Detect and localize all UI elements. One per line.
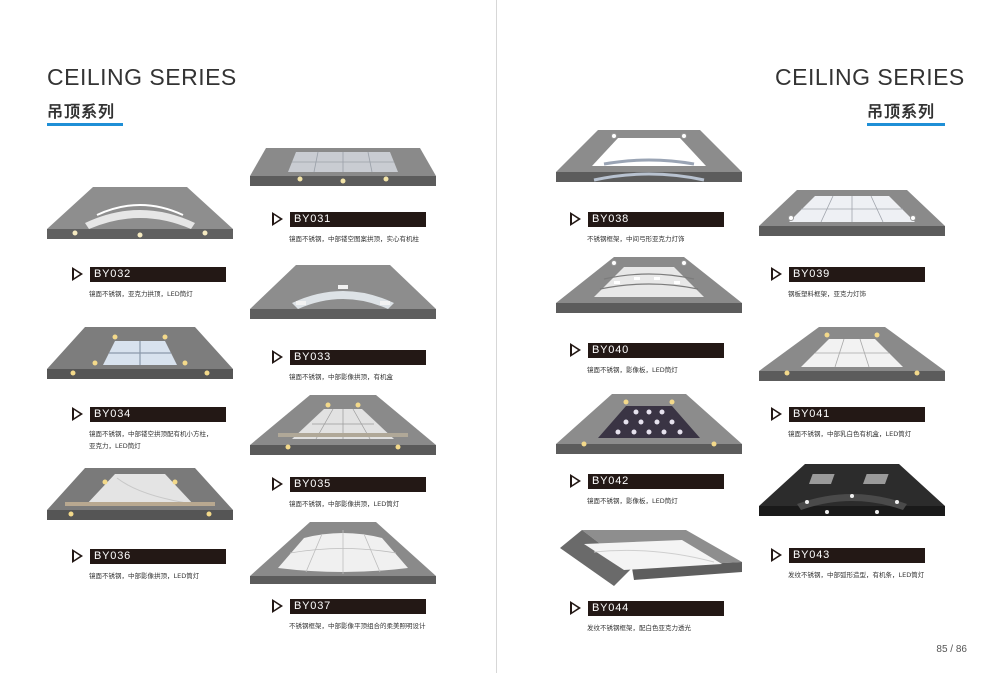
title-accent-bar [867, 123, 945, 126]
series-title: CEILING SERIES [47, 64, 237, 90]
product-code: BY034 [94, 408, 132, 420]
product-description: 镜面不锈钢，影像板，LED筒灯 [587, 366, 678, 374]
product-code: BY039 [793, 268, 831, 280]
ceiling-image-by033 [250, 265, 436, 319]
product-description: 镜面不锈钢，亚克力拱顶，LED筒灯 [89, 290, 193, 298]
series-subtitle: 吊顶系列 [867, 102, 936, 121]
product-description-line2: 亚克力，LED筒灯 [89, 442, 141, 450]
right-page: CEILING SERIES 吊顶系列 BY038 不锈钢框架，中间弓形亚克力灯… [497, 0, 992, 673]
pointer-triangle-icon [771, 548, 782, 562]
pointer-triangle-icon [72, 407, 83, 421]
page-number: 85 / 86 [936, 644, 967, 655]
product-code: BY041 [793, 408, 831, 420]
product-description: 发纹不锈钢，中部弧形造型，有机条，LED筒灯 [788, 571, 925, 579]
product-code: BY037 [294, 600, 332, 612]
pointer-triangle-icon [272, 477, 283, 491]
product-description: 镜面不锈钢，中部影像拱顶，LED筒灯 [89, 572, 200, 580]
product-code: BY031 [294, 213, 332, 225]
pointer-triangle-icon [771, 407, 782, 421]
pointer-triangle-icon [272, 212, 283, 226]
series-subtitle: 吊顶系列 [47, 102, 116, 121]
product-description: 钢板塑料框架，亚克力灯饰 [788, 290, 866, 298]
pointer-triangle-icon [272, 350, 283, 364]
ceiling-image-by038 [556, 130, 742, 182]
ceiling-image-by036 [47, 468, 233, 520]
ceiling-image-by034 [47, 327, 233, 379]
product-description: 镜面不锈钢，影像板，LED筒灯 [587, 497, 678, 505]
ceiling-image-by042 [556, 394, 742, 454]
pointer-triangle-icon [570, 474, 581, 488]
ceiling-image-by037 [250, 522, 436, 584]
ceiling-image-by044 [560, 530, 742, 586]
product-code: BY043 [793, 549, 831, 561]
product-code: BY032 [94, 268, 132, 280]
product-code: BY044 [592, 602, 630, 614]
product-code: BY040 [592, 344, 630, 356]
left-page: CEILING SERIES 吊顶系列 BY031 镜面不锈钢，中部镂空图案拱顶… [47, 64, 436, 630]
pointer-triangle-icon [570, 212, 581, 226]
product-description: 不锈钢框架，中部影像平顶组合的柔美照明设计 [289, 622, 426, 630]
pointer-triangle-icon [72, 549, 83, 563]
product-description: 镜面不锈钢，中部影像拱顶，有机盒 [289, 373, 393, 381]
ceiling-image-by043 [759, 464, 945, 516]
series-title: CEILING SERIES [775, 64, 965, 90]
product-code: BY035 [294, 478, 332, 490]
pointer-triangle-icon [570, 601, 581, 615]
product-description: 镜面不锈钢，中部镂空图案拱顶，实心有机柱 [289, 235, 419, 243]
ceiling-image-by032 [47, 187, 233, 239]
ceiling-image-by031 [250, 148, 436, 186]
ceiling-image-by041 [759, 327, 945, 381]
product-description: 镜面不锈钢，中部影像拱顶，LED筒灯 [289, 500, 400, 508]
pointer-triangle-icon [272, 599, 283, 613]
pointer-triangle-icon [72, 267, 83, 281]
ceiling-image-by039 [759, 190, 945, 236]
title-accent-bar [47, 123, 123, 126]
product-description: 不锈钢框架，中间弓形亚克力灯饰 [587, 235, 685, 243]
product-description: 发纹不锈钢框架，配白色亚克力透光 [587, 624, 691, 632]
product-code: BY036 [94, 550, 132, 562]
product-code: BY038 [592, 213, 630, 225]
ceiling-image-by035 [250, 395, 436, 455]
pointer-triangle-icon [570, 343, 581, 357]
product-code: BY033 [294, 351, 332, 363]
pointer-triangle-icon [771, 267, 782, 281]
product-description: 镜面不锈钢，中部乳白色有机盒，LED筒灯 [788, 430, 912, 438]
ceiling-image-by040 [556, 257, 742, 313]
product-description: 镜面不锈钢，中部镂空拱顶配有机小方柱， [89, 430, 213, 438]
product-code: BY042 [592, 475, 630, 487]
